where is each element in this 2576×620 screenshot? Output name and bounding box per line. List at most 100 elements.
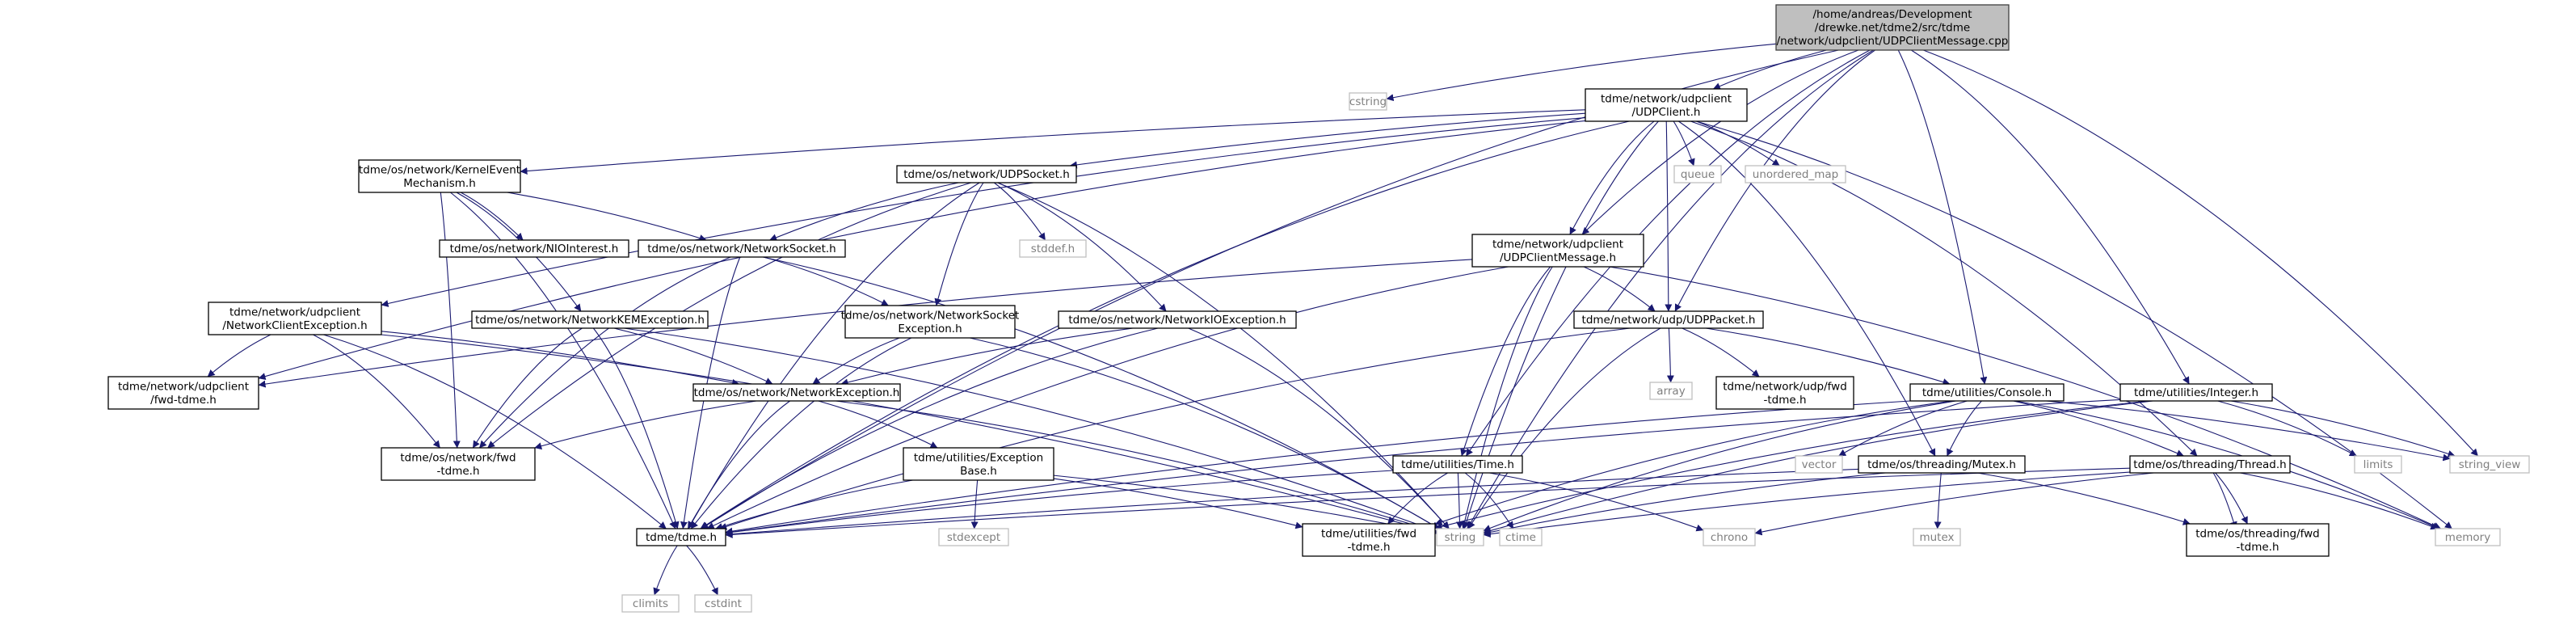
- edge-networkioexception_h-to-string: [1188, 327, 1450, 529]
- edge-udpclient_h-to-unordered_map: [1696, 120, 1780, 167]
- edge-tdme_h-to-cstdint: [686, 545, 718, 596]
- edge-udppacket_h-to-console_h: [1705, 327, 1951, 386]
- node-root-label-line-1: /drewke.net/tdme2/src/tdme: [1815, 22, 1970, 35]
- edge-console_h-to-tdme_h: [725, 400, 1911, 535]
- edge-udpsocket_h-to-tdme_h: [688, 182, 980, 529]
- node-networkexception_h[interactable]: tdme/os/network/NetworkException.h: [692, 383, 901, 402]
- node-utilities_fwd[interactable]: tdme/utilities/fwd-tdme.h: [1302, 523, 1436, 557]
- node-ctime-box: [1499, 528, 1543, 546]
- node-osnetwork_fwd-box: [381, 447, 536, 481]
- node-udp_fwd[interactable]: tdme/network/udp/fwd-tdme.h: [1715, 376, 1854, 410]
- edge-udpsocket_h-to-osnetwork_fwd: [487, 182, 972, 449]
- node-console_h[interactable]: tdme/utilities/Console.h: [1909, 383, 2065, 402]
- node-string-box: [1436, 528, 1484, 546]
- node-chrono-box: [1703, 528, 1756, 546]
- node-threading_fwd[interactable]: tdme/os/threading/fwd-tdme.h: [2186, 523, 2330, 557]
- node-niointerest_h[interactable]: tdme/os/network/NIOInterest.h: [439, 239, 629, 258]
- node-udpclient_fwd[interactable]: tdme/network/udpclient/fwd-tdme.h: [107, 376, 259, 410]
- edge-udpclientmessage_h-to-time_h: [1460, 266, 1551, 457]
- node-threading_fwd-label-line-0: tdme/os/threading/fwd: [2195, 527, 2320, 540]
- edge-thread_h-to-thread: [2212, 472, 2237, 529]
- edge-console_h-to-utilities_fwd: [1434, 400, 1952, 525]
- edge-integer_h-to-tdme_h: [725, 399, 2121, 536]
- node-niointerest_h-label-line-0: tdme/os/network/NIOInterest.h: [450, 243, 619, 255]
- node-networkexception_h-box: [692, 383, 901, 402]
- node-time_h[interactable]: tdme/utilities/Time.h: [1392, 455, 1523, 474]
- node-networksocketexception_h-box: [844, 305, 1016, 339]
- edge-networkclientexception_h-to-networkexception_h: [381, 331, 740, 386]
- node-root-label-line-0: /home/andreas/Development: [1812, 8, 1972, 21]
- node-queue-label-line-0: queue: [1681, 168, 1715, 181]
- node-networksocket_h-label-line-0: tdme/os/network/NetworkSocket.h: [647, 243, 836, 255]
- edge-udppacket_h-to-array: [1666, 327, 1674, 383]
- node-stddef_h-label-line-0: stddef.h: [1031, 243, 1075, 255]
- edge-time_h-to-utilities_fwd: [1387, 472, 1448, 525]
- dependency-nodes: /home/andreas/Development/drewke.net/tdm…: [107, 4, 2530, 613]
- edge-time_h-to-string: [1455, 472, 1463, 529]
- node-thread_h[interactable]: tdme/os/threading/Thread.h: [2129, 455, 2291, 474]
- node-climits: climits: [621, 594, 680, 613]
- edge-networkioexception_h-to-networkexception_h: [840, 327, 1134, 386]
- node-tdme_h[interactable]: tdme/tdme.h: [636, 528, 726, 546]
- node-chrono-label-line-0: chrono: [1711, 531, 1748, 544]
- node-mutex_h-box: [1858, 455, 2026, 474]
- edge-udpsocket_h-to-stddef_h: [994, 182, 1046, 241]
- node-unordered_map-box: [1745, 165, 1846, 183]
- node-udppacket_h[interactable]: tdme/network/udp/UDPPacket.h: [1573, 310, 1764, 329]
- node-memory: memory: [2435, 528, 2501, 546]
- node-integer_h[interactable]: tdme/utilities/Integer.h: [2119, 383, 2273, 402]
- edge-integer_h-to-utilities_fwd: [1434, 400, 2149, 530]
- node-cstring-box: [1349, 92, 1387, 111]
- node-memory-box: [2435, 528, 2501, 546]
- node-mutex: mutex: [1913, 528, 1961, 546]
- edge-udpclient_h-to-mutex_h: [1678, 120, 1936, 457]
- edge-thread_h-to-tdme_h: [725, 467, 2131, 538]
- node-udpsocket_h[interactable]: tdme/os/network/UDPSocket.h: [896, 165, 1077, 183]
- node-thread_h-box: [2129, 455, 2291, 474]
- node-time_h-box: [1392, 455, 1523, 474]
- node-udppacket_h-label-line-0: tdme/network/udp/UDPPacket.h: [1582, 314, 1756, 327]
- node-networkioexception_h[interactable]: tdme/os/network/NetworkIOException.h: [1058, 310, 1297, 329]
- edge-udpclient_h-to-queue: [1673, 120, 1695, 167]
- node-mutex_h[interactable]: tdme/os/threading/Mutex.h: [1858, 455, 2026, 474]
- node-networkkemexception_h[interactable]: tdme/os/network/NetworkKEMException.h: [471, 310, 709, 329]
- edge-networkkemexception_h-to-string: [623, 327, 1437, 533]
- node-udpclient_h[interactable]: tdme/network/udpclient/UDPClient.h: [1585, 88, 1748, 122]
- edge-mutex_h-to-mutex: [1934, 472, 1942, 529]
- node-cstdint: cstdint: [694, 594, 752, 613]
- edge-mutex_h-to-threading_fwd: [1976, 472, 2191, 525]
- node-root[interactable]: /home/andreas/Development/drewke.net/tdm…: [1775, 4, 2010, 51]
- edge-networksocket_h-to-osnetwork_fwd: [478, 256, 731, 449]
- edge-udpclient_h-to-kernelevent_h: [520, 109, 1586, 175]
- node-climits-box: [621, 594, 680, 613]
- edge-root-to-time_h: [1465, 49, 1871, 457]
- edge-udpclient_h-to-networkclientexception_h: [381, 117, 1586, 307]
- node-networkclientexception_h-box: [208, 302, 382, 335]
- node-networksocket_h[interactable]: tdme/os/network/NetworkSocket.h: [638, 239, 846, 258]
- node-string_view: string_view: [2449, 455, 2530, 474]
- node-mutex_h-label-line-0: tdme/os/threading/Mutex.h: [1867, 458, 2016, 471]
- edge-udpclient_h-to-udpsocket_h: [1069, 112, 1586, 169]
- node-tdme_h-label-line-0: tdme/tdme.h: [646, 531, 717, 544]
- node-stdexcept: stdexcept: [938, 528, 1009, 546]
- node-climits-label-line-0: climits: [633, 597, 668, 610]
- node-ctime-label-line-0: ctime: [1505, 531, 1536, 544]
- node-mutex-label-line-0: mutex: [1919, 531, 1954, 544]
- node-networkclientexception_h[interactable]: tdme/network/udpclient/NetworkClientExce…: [208, 302, 382, 335]
- edge-networksocket_h-to-tdme_h: [680, 256, 741, 529]
- edge-udpclient_h-to-tdme_h: [700, 120, 1630, 529]
- edge-kernelevent_h-to-osnetwork_fwd: [440, 192, 461, 449]
- edge-root-to-integer_h: [1911, 49, 2190, 385]
- dependency-edges: [207, 43, 2479, 596]
- node-unordered_map: unordered_map: [1745, 165, 1846, 183]
- edge-root-to-udppacket_h: [1674, 49, 1875, 312]
- node-udpclientmessage_h[interactable]: tdme/network/udpclient/UDPClientMessage.…: [1471, 234, 1644, 268]
- edge-networksocketexception_h-to-tdme_h: [690, 337, 912, 529]
- node-networksocketexception_h-label-line-1: Exception.h: [898, 323, 962, 335]
- edge-udpclientmessage_h-to-memory: [1609, 266, 2442, 529]
- node-osnetwork_fwd[interactable]: tdme/os/network/fwd-tdme.h: [381, 447, 536, 481]
